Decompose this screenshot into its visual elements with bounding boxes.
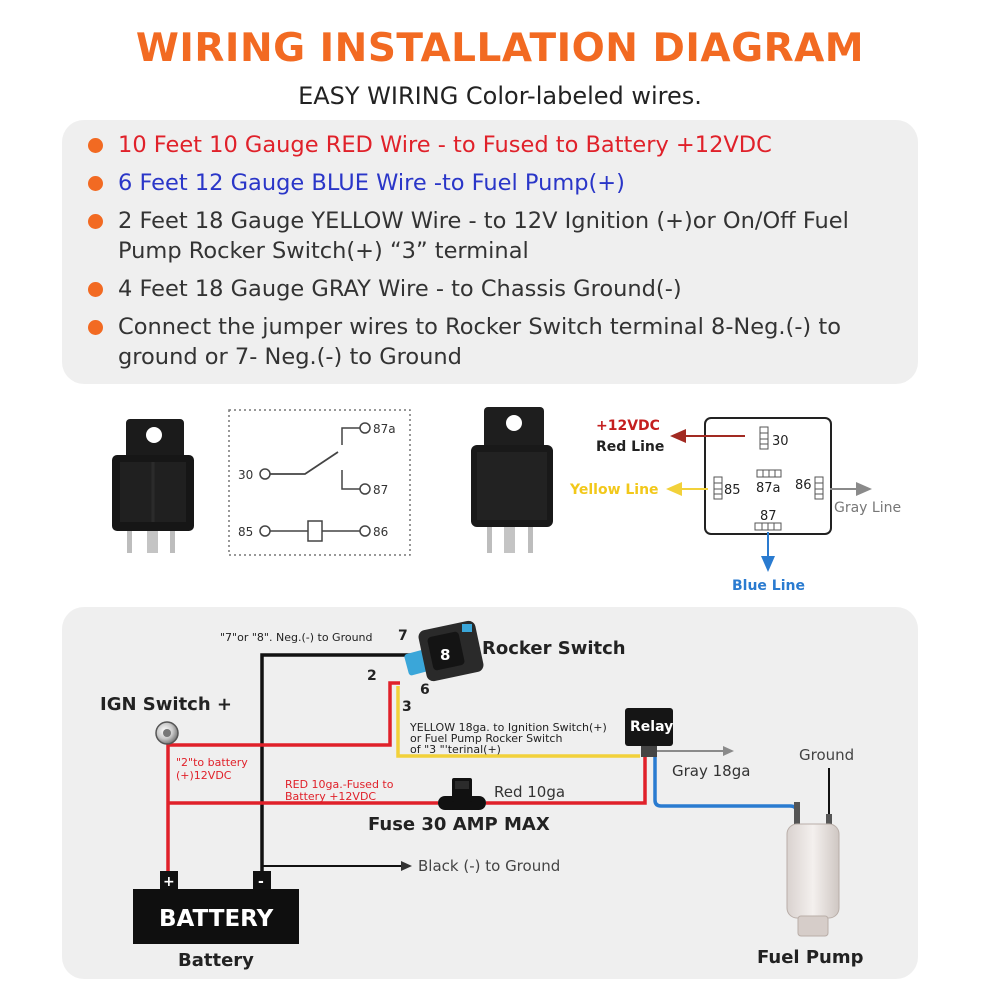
list-item: 2 Feet 18 Gauge YELLOW Wire - to 12V Ign… xyxy=(88,206,918,266)
black-ground-label: Black (-) to Ground xyxy=(418,857,560,875)
to-battery-label-2: (+)12VDC xyxy=(176,769,232,782)
blue-line-arrow-icon xyxy=(761,556,775,572)
bullet-text: 6 Feet 12 Gauge BLUE Wire -to Fuel Pump(… xyxy=(118,170,625,196)
red-note-1: RED 10ga.-Fused to xyxy=(285,778,394,791)
battery-positive-terminal xyxy=(160,871,178,889)
battery-negative-terminal xyxy=(253,871,271,889)
bullet-text: 2 Feet 18 Gauge YELLOW Wire - to 12V Ign… xyxy=(118,208,849,264)
battery-plus-label: + xyxy=(163,874,175,890)
terminal-7-label: 7 xyxy=(398,628,408,644)
wire-spec-panel xyxy=(62,120,918,384)
neg-to-ground-label: "7"or "8". Neg.(-) to Ground xyxy=(220,631,373,644)
plus12-label: +12VDC xyxy=(596,418,660,434)
black-ground-arrow-icon xyxy=(401,861,412,871)
pinout-pin-87: 87 xyxy=(760,509,777,524)
to-battery-label-1: "2"to battery xyxy=(176,756,248,769)
red-line-arrow-icon xyxy=(670,429,686,443)
page-subtitle: EASY WIRING Color-labeled wires. xyxy=(298,82,702,110)
list-item: Connect the jumper wires to Rocker Switc… xyxy=(88,312,918,372)
pinout-pin-86: 86 xyxy=(795,478,812,493)
yellow-note-3: of "3 "'terinal(+) xyxy=(410,743,501,756)
bullet-text: 4 Feet 18 Gauge GRAY Wire - to Chassis G… xyxy=(118,276,682,302)
schematic-pin-85: 85 xyxy=(238,525,253,539)
pinout-pin-85: 85 xyxy=(724,483,741,498)
terminal-8-label: 8 xyxy=(440,646,450,664)
wire-spec-list: 10 Feet 10 Gauge RED Wire - to Fused to … xyxy=(88,130,918,380)
relay-pinout: 30 85 87a 86 87 +12VDC Red Line Yellow L… xyxy=(569,417,901,594)
schematic-pin-30: 30 xyxy=(238,468,253,482)
yellow-line-label: Yellow Line xyxy=(569,482,659,498)
relay-photo-right-icon xyxy=(471,407,553,553)
bullet-dot-icon xyxy=(88,214,103,229)
schematic-pin-87a: 87a xyxy=(373,422,396,436)
fuse-label: Fuse 30 AMP MAX xyxy=(368,814,550,835)
bullet-text: Connect the jumper wires to Rocker Switc… xyxy=(118,314,841,370)
fuel-pump-label: Fuel Pump xyxy=(757,947,864,968)
battery-icon xyxy=(133,889,299,944)
list-item: 4 Feet 18 Gauge GRAY Wire - to Chassis G… xyxy=(88,274,918,304)
rocker-switch-label: Rocker Switch xyxy=(482,638,626,659)
red-10ga-label: Red 10ga xyxy=(494,783,565,801)
pinout-pin-30: 30 xyxy=(772,434,789,449)
battery-caption: Battery xyxy=(178,950,254,971)
relay-label: Relay xyxy=(630,719,673,735)
bullet-dot-icon xyxy=(88,138,103,153)
red-wire-to-switch xyxy=(168,681,400,747)
yellow-wire xyxy=(396,686,640,758)
fuse-icon xyxy=(438,778,486,810)
terminal-6-label: 6 xyxy=(420,682,430,698)
relay-schematic: 87a 30 87 85 86 xyxy=(228,409,411,556)
ground-label: Ground xyxy=(799,746,854,764)
bullet-dot-icon xyxy=(88,320,103,335)
terminal-2-label: 2 xyxy=(367,668,377,684)
list-item: 6 Feet 12 Gauge BLUE Wire -to Fuel Pump(… xyxy=(88,168,918,198)
schematic-pin-87: 87 xyxy=(373,483,388,497)
wiring-harness: 8 7 2 6 3 Rocker Switch "7"or "8". Neg.(… xyxy=(100,620,864,971)
fuel-pump-icon xyxy=(786,802,840,937)
red-line-label: Red Line xyxy=(596,439,664,455)
relay-box-icon xyxy=(625,708,673,746)
bullet-dot-icon xyxy=(88,176,103,191)
terminal-3-label: 3 xyxy=(402,699,412,715)
blue-line-label: Blue Line xyxy=(732,578,805,594)
gray-line-label: Gray Line xyxy=(834,500,901,516)
red-wire-to-relay xyxy=(486,755,647,805)
page-title: WIRING INSTALLATION DIAGRAM xyxy=(135,26,865,71)
yellow-note-2: or Fuel Pump Rocker Switch xyxy=(410,732,562,745)
ign-switch-label: IGN Switch + xyxy=(100,694,232,715)
rocker-switch-icon xyxy=(404,620,484,682)
black-wire-to-switch xyxy=(260,653,420,874)
bullet-dot-icon xyxy=(88,282,103,297)
red-note-2: Battery +12VDC xyxy=(285,790,376,803)
yellow-line-arrow-icon xyxy=(666,482,682,496)
schematic-pin-86: 86 xyxy=(373,525,388,539)
battery-label: BATTERY xyxy=(159,906,274,932)
battery-minus-label: - xyxy=(258,874,264,890)
list-item: 10 Feet 10 Gauge RED Wire - to Fused to … xyxy=(88,130,918,160)
bullet-text: 10 Feet 10 Gauge RED Wire - to Fused to … xyxy=(118,132,772,158)
gray-18ga-label: Gray 18ga xyxy=(672,762,750,780)
relay-photo-left-icon xyxy=(112,419,194,553)
gray-line-arrow-icon xyxy=(856,482,872,496)
pinout-pin-87a: 87a xyxy=(756,481,781,496)
gray-ground-arrow-icon xyxy=(723,746,734,756)
yellow-note-1: YELLOW 18ga. to Ignition Switch(+) xyxy=(409,721,607,734)
